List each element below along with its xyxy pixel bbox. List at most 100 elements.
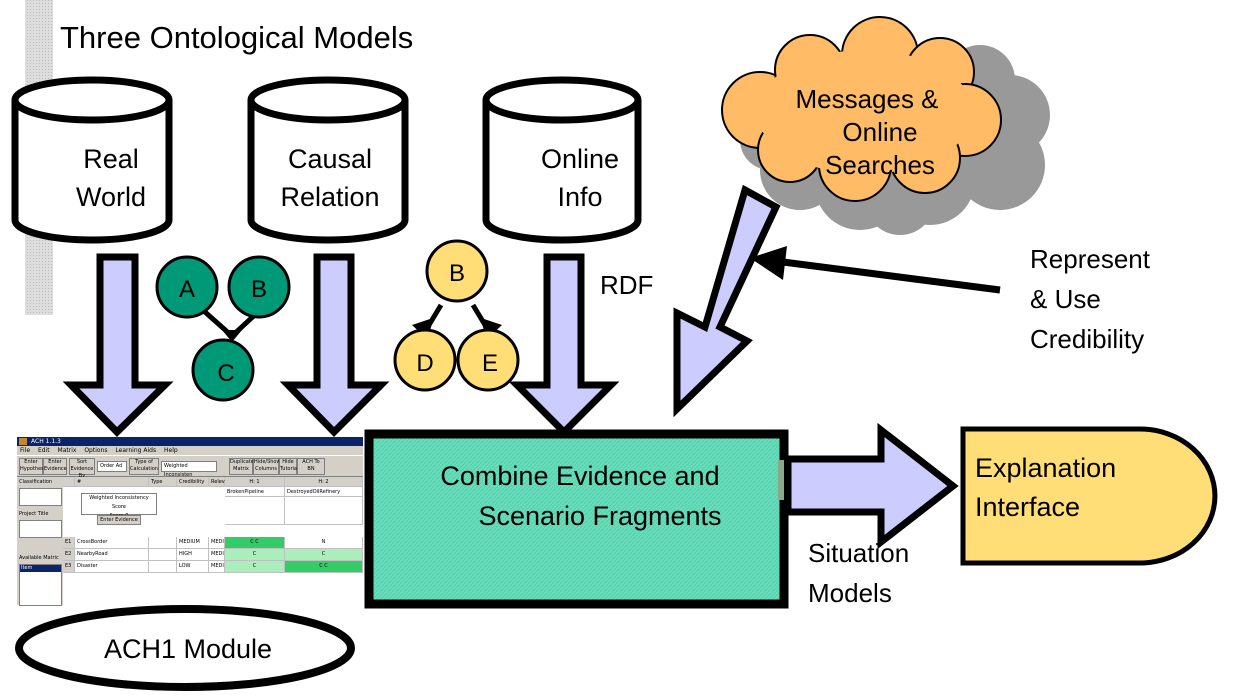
node-b-right: B <box>449 260 465 287</box>
header-h2: H: 2 <box>285 477 363 487</box>
explanation-line1: Explanation <box>975 453 1116 483</box>
arrow-cloud-diagonal <box>673 184 781 418</box>
db-real-world-line2: World <box>76 182 146 212</box>
header-relevance: Relev <box>209 477 225 487</box>
ach-module-label: ACH1 Module <box>15 605 355 691</box>
header-credibility: Credibility <box>177 477 209 487</box>
header-num: # <box>75 477 149 487</box>
cloud-line3: Searches <box>825 150 935 180</box>
row-3-h2[interactable]: C C <box>285 561 363 573</box>
diagram-title: Three Ontological Models <box>60 20 413 55</box>
combine-line1: Combine Evidence and <box>440 461 719 491</box>
label-represent-3: Credibility <box>1030 324 1144 354</box>
row-3-cred[interactable]: LOW <box>177 561 209 573</box>
sort-evidence-label: Sort Evidence By <box>69 458 95 479</box>
label-represent-1: Represent <box>1030 244 1151 274</box>
row-3-rel[interactable]: MEDI <box>209 561 225 573</box>
node-e: E <box>482 350 498 377</box>
arrow-online-down <box>508 253 620 437</box>
available-matrices-list[interactable]: Item <box>19 564 62 606</box>
db-real-world-line1: Real <box>83 144 139 174</box>
row-3-type <box>149 561 177 573</box>
arrow-represent <box>750 246 787 280</box>
row-2-name: NearbyRoad <box>75 549 149 561</box>
menu-file[interactable]: File <box>20 447 31 454</box>
cloud-line2: Online <box>842 117 917 147</box>
node-cluster-right: B D E <box>393 239 520 392</box>
ach-module-text: ACH1 Module <box>104 634 272 664</box>
menu-edit[interactable]: Edit <box>37 447 50 454</box>
enter-evidence-small-button[interactable]: Enter Evidence <box>97 515 141 525</box>
row-2-h1[interactable]: C <box>225 549 285 561</box>
db-online-info-line1: Online <box>541 144 619 174</box>
row-2-type <box>149 549 177 561</box>
matrix-item[interactable]: Item <box>20 565 61 572</box>
row-1-cred[interactable]: MEDIUM <box>177 537 209 549</box>
hypothesis-2-name: DestroyedOilRefinery <box>285 487 363 497</box>
db-causal-relation-line2: Relation <box>280 182 379 212</box>
header-h1: H: 1 <box>225 477 285 487</box>
arrow-realworld-down <box>62 253 174 437</box>
row-3-name: Disaster <box>75 561 149 573</box>
combine-box: Combine Evidence and Scenario Fragments <box>364 429 789 609</box>
menu-options[interactable]: Options <box>84 447 108 454</box>
combine-line2: Scenario Fragments <box>478 501 721 531</box>
row-2-id: E2 <box>63 549 75 561</box>
hide-show-columns-button[interactable]: Hide/Show Columns <box>253 458 281 475</box>
db-online-info-line2: Info <box>557 182 602 212</box>
duplicate-matrix-button[interactable]: Duplicate Matrix <box>229 458 254 475</box>
row-1-id: E1 <box>63 537 75 549</box>
node-cluster-left: A B C <box>155 255 291 402</box>
menu-learning-aids[interactable]: Learning Aids <box>115 447 157 454</box>
ach-titlebar: ACH 1.1.3 <box>17 437 363 446</box>
row-1-type <box>149 537 177 549</box>
score-box: Weighted Inconsistency Score Score 0 <box>81 493 157 519</box>
header-type: Type <box>149 477 177 487</box>
classification-field[interactable] <box>19 488 62 506</box>
label-represent-2: & Use <box>1030 284 1101 314</box>
db-real-world: Real World <box>11 76 173 244</box>
project-title-label: Project Title <box>19 511 49 517</box>
ach-to-bn-button[interactable]: ACH To BN <box>297 458 325 475</box>
ach-window-title: ACH 1.1.3 <box>31 438 61 445</box>
menu-help[interactable]: Help <box>164 447 178 454</box>
project-title-field[interactable] <box>19 520 62 538</box>
available-matrices-label: Available Matric <box>19 555 59 561</box>
cloud-line1: Messages & <box>795 84 938 114</box>
row-2-cred[interactable]: HIGH <box>177 549 209 561</box>
sort-select[interactable]: Order Ad <box>97 461 127 472</box>
row-2-h2[interactable]: C <box>285 549 363 561</box>
arrow-combine-right <box>784 422 959 550</box>
node-b-left: B <box>251 276 267 303</box>
calculation-select[interactable]: Weighted Inconsisten <box>161 461 217 478</box>
ach-matrix-grid: # Type Credibility Relev H: 1 H: 2 Broke… <box>63 477 363 605</box>
row-1-h1[interactable]: C C <box>225 537 285 549</box>
app-icon <box>19 438 27 445</box>
type-calculation-label: Type of Calculation <box>129 458 159 475</box>
ach-left-panel: Classification Project Title Available M… <box>17 477 62 606</box>
row-2-rel[interactable]: MEDI <box>209 549 225 561</box>
explanation-interface: Explanation Interface <box>960 426 1218 566</box>
row-1-name: CrossBorder <box>75 537 149 549</box>
node-c: C <box>217 360 234 387</box>
menu-matrix[interactable]: Matrix <box>57 447 77 454</box>
row-1-h2[interactable]: N <box>285 537 363 549</box>
enter-hypothesis-button[interactable]: Enter Hypothesis <box>19 458 48 475</box>
row-1-rel[interactable]: MEDI <box>209 537 225 549</box>
hide-tutorial-button[interactable]: Hide Tutorial <box>279 458 298 475</box>
enter-evidence-button[interactable]: Enter Evidence <box>43 458 67 475</box>
hypothesis-1-desc <box>225 497 285 525</box>
row-3-h1[interactable]: C <box>225 561 285 573</box>
score-label: Weighted Inconsistency Score <box>89 495 149 510</box>
label-situation-2: Models <box>808 578 892 608</box>
grid-corner <box>63 477 75 487</box>
db-online-info: Online Info <box>482 76 642 244</box>
node-a: A <box>179 276 195 303</box>
db-causal-relation: Causal Relation <box>247 76 409 244</box>
hypothesis-1-name: BrokenPipeline <box>225 487 285 497</box>
db-causal-relation-line1: Causal <box>288 144 372 174</box>
ach-screenshot: ACH 1.1.3 File Edit Matrix Options Learn… <box>17 437 363 606</box>
ach-menubar: File Edit Matrix Options Learning Aids H… <box>17 446 363 455</box>
explanation-line2: Interface <box>975 492 1080 522</box>
